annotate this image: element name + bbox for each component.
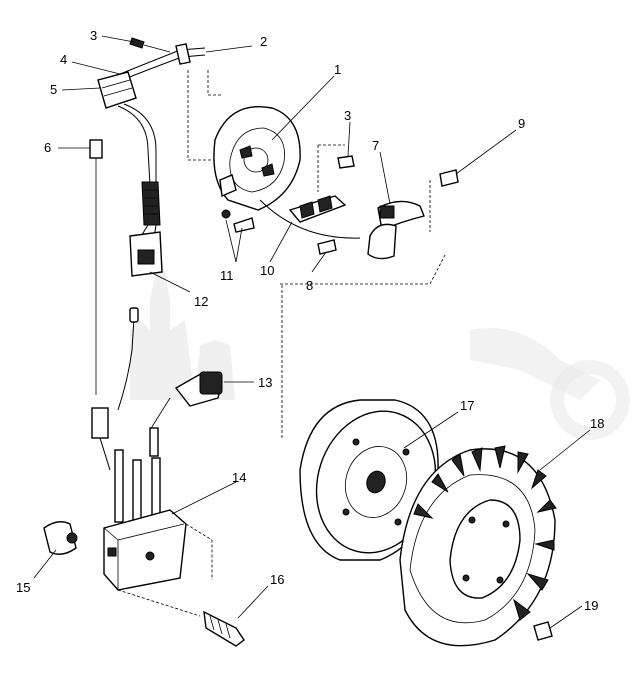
callout-14: 14 xyxy=(232,470,246,485)
callout-3-middle: 3 xyxy=(344,108,351,123)
callout-5: 5 xyxy=(50,82,57,97)
callout-15: 15 xyxy=(16,580,30,595)
callout-2: 2 xyxy=(260,34,267,49)
callout-13: 13 xyxy=(258,375,272,390)
callout-11: 11 xyxy=(220,268,234,283)
cooling-fan xyxy=(399,445,557,647)
callout-17: 17 xyxy=(460,398,474,413)
wiring-harness xyxy=(89,37,222,395)
watermark-motorcycle-icon xyxy=(470,328,630,440)
callout-16: 16 xyxy=(270,572,284,587)
fan-blades xyxy=(413,445,557,621)
ignition-coil xyxy=(43,449,245,647)
callout-1: 1 xyxy=(334,62,341,77)
callout-3-top: 3 xyxy=(90,28,97,43)
leader-lines xyxy=(33,35,591,629)
callout-6: 6 xyxy=(44,140,51,155)
callout-4: 4 xyxy=(60,52,67,67)
spark-plug-cap xyxy=(91,307,223,471)
callout-10: 10 xyxy=(260,263,274,278)
callouts: 1 2 3 3 4 5 6 7 8 9 10 11 12 13 14 15 16… xyxy=(16,28,604,613)
callout-18: 18 xyxy=(590,416,604,431)
stator-plate xyxy=(213,106,459,440)
callout-12: 12 xyxy=(194,294,208,309)
callout-9: 9 xyxy=(518,116,525,131)
callout-19: 19 xyxy=(584,598,598,613)
callout-7: 7 xyxy=(372,138,379,153)
callout-8: 8 xyxy=(306,278,313,293)
watermark xyxy=(130,250,630,440)
